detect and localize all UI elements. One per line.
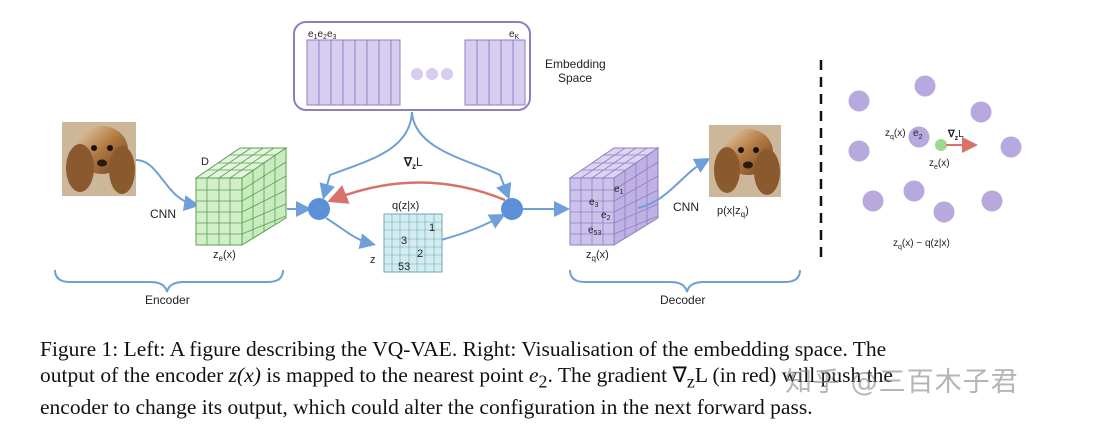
- caption-line-1: Figure 1: Left: A figure describing the …: [40, 337, 887, 361]
- ellipsis-dots: [411, 68, 453, 80]
- posterior-title: q(z|x): [392, 200, 419, 212]
- encoder-bracket: [54, 269, 284, 293]
- ze-label: ze(x): [213, 249, 236, 263]
- right-gradient-label: ∇zL: [947, 129, 964, 142]
- encoder-label: Encoder: [145, 293, 190, 307]
- output-dog-image: [709, 125, 781, 197]
- codebook-right: [464, 39, 526, 106]
- embedding-space-label-2: Space: [558, 71, 592, 85]
- zhihu-watermark: 知乎 @三百木子君: [785, 367, 1019, 398]
- caption-line-2-a: output of the encoder: [40, 363, 229, 387]
- gradient-arrow: [327, 181, 506, 204]
- right-ze-label: ze(x): [929, 158, 950, 171]
- decoder-cube: [568, 147, 660, 246]
- decoder-e53: e53: [588, 225, 601, 237]
- right-zq-label: zq(x): [885, 128, 906, 141]
- arrow-emb-to-left: [319, 111, 413, 200]
- right-e2-label: e2: [913, 128, 923, 141]
- embedding-space: e1e2e3 eK Embedding Space: [293, 21, 606, 111]
- encoder-cnn-label: CNN: [150, 207, 176, 221]
- decoder-label: Decoder: [660, 293, 705, 307]
- posterior-grid: [383, 213, 443, 273]
- encoder-cube: [194, 147, 288, 246]
- caption-math-e2: e: [529, 363, 539, 387]
- caption-math-zx: z(x): [228, 363, 261, 387]
- cnn-arrow-encoder: [135, 159, 200, 211]
- encoder-d-label: D: [201, 156, 209, 168]
- posterior-cell-1: 1: [429, 222, 435, 234]
- caption-math-e2-sub: 2: [538, 371, 548, 392]
- arrow-to-posterior: [325, 217, 376, 250]
- arrow-from-posterior: [440, 214, 506, 241]
- caption-line-2: output of the encoder z(x) is mapped to …: [40, 362, 1080, 394]
- figure-caption: Figure 1: Left: A figure describing the …: [40, 336, 1080, 420]
- codebook-left: [306, 39, 401, 106]
- arrow-emb-to-right: [411, 111, 512, 200]
- e1-label: e1e2e3: [308, 29, 337, 41]
- input-dog-image: [62, 122, 136, 196]
- decoder-bracket: [569, 269, 801, 293]
- caption-line-2-c: . The gradient ∇: [547, 363, 687, 387]
- caption-line-2-b: is mapped to the nearest point: [260, 363, 529, 387]
- pxz-label: p(x|zq): [717, 205, 749, 219]
- posterior-cell-2: 2: [417, 248, 423, 260]
- zq-label: zq(x): [586, 249, 609, 263]
- embedding-points: [848, 75, 1022, 223]
- ek-label: eK: [509, 29, 520, 41]
- posterior-cell-3: 3: [401, 235, 407, 247]
- ze-point: [935, 139, 947, 151]
- posterior-cell-53: 53: [398, 261, 410, 273]
- quantize-node-left: [308, 198, 330, 220]
- decoder-e3: e3: [589, 197, 599, 209]
- caption-line-2-d: L (in red) will push the: [694, 363, 893, 387]
- vqvae-figure: e1e2e3 eK Embedding Space CNN: [54, 21, 1022, 307]
- embedding-space-label-1: Embedding: [545, 57, 606, 71]
- caption-line-3: encoder to change its output, which coul…: [40, 395, 813, 420]
- decoder-cnn-label: CNN: [673, 200, 699, 214]
- posterior-z-label: z: [370, 254, 376, 266]
- decoder-e1: e1: [614, 184, 624, 196]
- gradient-label: ∇zL: [403, 155, 423, 171]
- decoder-e2: e2: [601, 210, 611, 222]
- caption-grad-sub: z: [686, 371, 695, 392]
- quantize-node-right: [501, 198, 523, 220]
- right-bottom-label: zq(x) ~ q(z|x): [893, 238, 950, 251]
- cnn-arrow-decoder: [637, 158, 711, 209]
